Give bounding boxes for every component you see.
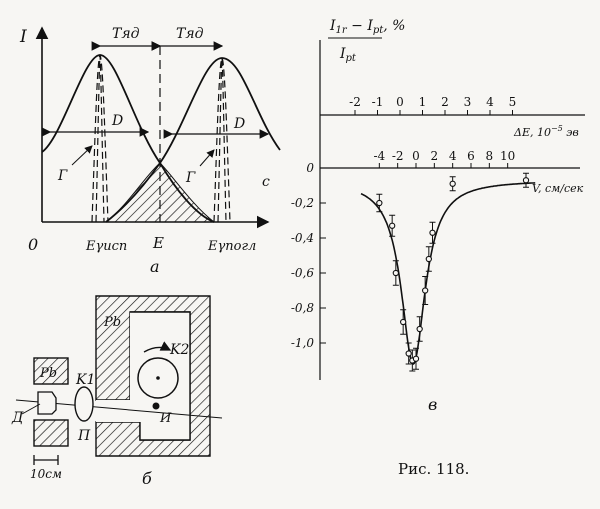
x2-axis-title: ΔE, 10−5 эв xyxy=(513,124,579,139)
data-point xyxy=(429,229,436,236)
energy-tick-label: -2 xyxy=(349,95,361,109)
data-points xyxy=(376,172,530,372)
absorber-k1 xyxy=(74,386,94,422)
source-i xyxy=(152,402,160,410)
natural-width-left-inner xyxy=(95,54,105,223)
i-label: И xyxy=(159,411,172,426)
y-ticks: 0 -0,2 -0,4 -0,6 -0,8 -1,0 xyxy=(291,161,326,350)
data-point xyxy=(422,287,429,294)
ylabel-denominator: Ipt xyxy=(339,46,357,64)
ylabel-numerator: I1r − Ipt, % xyxy=(329,18,405,36)
gamma-right-pointer xyxy=(199,149,215,167)
data-point xyxy=(425,255,432,263)
panel-c-chart: I1r − Ipt, % Ipt ΔE, 10−5 эв V, см/сек -… xyxy=(291,18,585,414)
pb-left-label: Pb xyxy=(39,366,57,381)
rotating-disk-k2 xyxy=(137,357,179,399)
data-point xyxy=(416,325,423,333)
y-tick-label: -0,6 xyxy=(291,266,315,280)
gamma-right-label: Г xyxy=(185,170,196,186)
d-right-label: D xyxy=(233,116,245,132)
t-right-label: Tяд xyxy=(176,26,204,42)
gamma-left-pointer xyxy=(71,145,93,166)
x-axis-title: V, см/сек xyxy=(532,182,584,195)
energy-tick-label: 2 xyxy=(441,95,449,109)
energy-tick-label: 0 xyxy=(396,95,404,109)
data-point xyxy=(449,180,456,187)
rotation-arrow xyxy=(143,341,172,353)
energy-tick-label: 4 xyxy=(486,95,494,109)
lead-block-lower xyxy=(33,419,69,447)
energy-tick-label: 3 xyxy=(464,95,472,109)
velocity-tick-label: 8 xyxy=(486,149,494,163)
y-tick-label: -0,4 xyxy=(291,231,314,245)
intensity-label: I xyxy=(19,27,27,47)
data-point xyxy=(400,318,407,326)
pb-main-label: Pb xyxy=(103,315,121,330)
velocity-tick-label: -4 xyxy=(373,149,385,163)
e-center-label: E xyxy=(152,234,164,252)
e-absorption-label: Eγпогл xyxy=(207,239,256,254)
detector-pointer xyxy=(21,403,41,415)
disk-center xyxy=(156,376,160,380)
y-tick-label: -0,2 xyxy=(291,196,314,210)
natural-width-right xyxy=(213,56,231,223)
detector xyxy=(37,391,57,415)
fit-curve xyxy=(360,182,536,365)
data-point xyxy=(522,177,530,184)
d-left-label: D xyxy=(111,113,123,129)
shield-cavity-edge xyxy=(130,311,191,441)
natural-width-left xyxy=(91,53,109,223)
data-point xyxy=(405,350,412,357)
panel-b-apparatus: Pb Pb K1 K2 Д П И 10см б xyxy=(11,295,223,488)
absorption-line xyxy=(105,57,281,223)
d-label: Д xyxy=(11,410,24,426)
c-label: c xyxy=(262,174,270,190)
gamma-left-label: Г xyxy=(57,168,68,184)
scale-label: 10см xyxy=(30,467,62,481)
panel-a-label: а xyxy=(150,257,160,276)
k2-label: K2 xyxy=(169,342,189,358)
energy-tick-label: -1 xyxy=(372,95,384,109)
y-tick-label: -1,0 xyxy=(291,336,315,350)
t-left-label: Tяд xyxy=(112,26,140,42)
emission-line xyxy=(41,54,215,223)
lead-block-upper xyxy=(33,357,69,385)
velocity-tick-label: 10 xyxy=(500,149,515,163)
data-point xyxy=(412,355,420,362)
velocity-tick-label: 0 xyxy=(412,149,420,163)
k1-label: K1 xyxy=(75,372,95,388)
panel-b-label: б xyxy=(142,469,152,488)
p-label: П xyxy=(77,428,91,444)
velocity-tick-label: 6 xyxy=(467,149,475,163)
velocity-tick-label: -2 xyxy=(392,149,404,163)
velocity-tick-label: 4 xyxy=(449,149,457,163)
e-emission-label: Eγисп xyxy=(85,239,127,254)
data-point xyxy=(389,222,396,229)
y-tick-label: -0,8 xyxy=(291,301,315,315)
panel-c-label: в xyxy=(428,395,437,414)
natural-width-right-inner xyxy=(217,57,227,223)
energy-tick-label: 5 xyxy=(509,95,517,109)
data-point xyxy=(376,199,383,207)
panel-a-spectra: I 0 Tяд Tяд D D Г Г c Eγисп E Eγпогл а xyxy=(19,26,281,276)
origin-label: 0 xyxy=(28,235,38,254)
data-point xyxy=(392,269,399,277)
energy-tick-label: 1 xyxy=(419,95,427,109)
figure-caption: Рис. 118. xyxy=(398,460,469,478)
velocity-tick-label: 2 xyxy=(431,149,439,163)
y-tick-label: 0 xyxy=(306,161,314,175)
